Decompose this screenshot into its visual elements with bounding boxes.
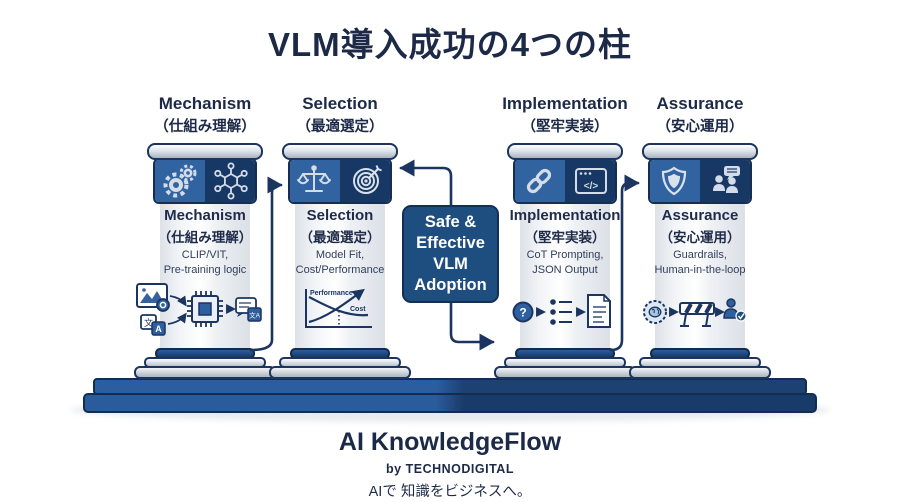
pillar-header-en: Selection bbox=[302, 94, 378, 113]
pillar-base-foot bbox=[629, 366, 771, 379]
pillar-name-jp: （安心運用） bbox=[659, 230, 741, 245]
pillar-header-jp: （仕組み理解） bbox=[154, 119, 256, 135]
pillar-name-jp: （仕組み理解） bbox=[157, 230, 253, 245]
pillar-capital-bar bbox=[642, 143, 758, 160]
pillar-capital-box bbox=[513, 158, 617, 204]
code-window-icon-panel bbox=[565, 160, 615, 202]
pillar-implementation: Implementation （堅牢実装） Implementation （堅牢… bbox=[490, 88, 640, 388]
pillar-description: Model Fit, Cost/Performance bbox=[295, 249, 385, 276]
pillar-capital-bar bbox=[507, 143, 623, 160]
pillar-header-en: Mechanism bbox=[158, 94, 252, 113]
pillar-header-en: Assurance bbox=[656, 94, 744, 113]
gears-icon-panel bbox=[155, 160, 205, 202]
pillar-header-jp: （安心運用） bbox=[656, 119, 744, 135]
chain-link-icon-panel bbox=[515, 160, 565, 202]
pillar-capital-bar bbox=[147, 143, 263, 160]
pillar-description: CoT Prompting, JSON Output bbox=[526, 249, 604, 276]
page-title: VLM導入成功の4つの柱 bbox=[267, 26, 632, 63]
center-goal-box: Safe & Effective VLM Adoption bbox=[402, 205, 499, 303]
pillar-name-en: Selection bbox=[306, 207, 374, 224]
pillar-name-en: Mechanism bbox=[164, 207, 246, 224]
pillar-capital-box bbox=[153, 158, 257, 204]
platform-bottom-slab bbox=[83, 393, 817, 413]
pillar-capital-box bbox=[288, 158, 392, 204]
pillar-description: CLIP/VIT, Pre-training logic bbox=[163, 249, 247, 276]
pillar-header-jp: （堅牢実装） bbox=[521, 119, 609, 135]
pillar-name-en: Assurance bbox=[661, 207, 739, 224]
pillar-capital-box bbox=[648, 158, 752, 204]
target-icon-panel bbox=[340, 160, 390, 202]
pillar-name-jp: （堅牢実装） bbox=[524, 230, 606, 245]
pillar-base-foot bbox=[269, 366, 411, 379]
pillar-base-foot bbox=[494, 366, 636, 379]
pillar-header-en: Implementation bbox=[502, 94, 628, 113]
pillar-assurance: Assurance （安心運用） Assurance （安心運用） Guardr… bbox=[625, 88, 775, 388]
network-nodes-icon-panel bbox=[205, 160, 255, 202]
people-chat-icon-panel bbox=[700, 160, 750, 202]
balance-scale-icon-panel bbox=[290, 160, 340, 202]
pillar-name-jp: （最適選定） bbox=[299, 230, 381, 245]
arrow-centerbox-to-implementation bbox=[449, 301, 495, 351]
brand-title: AI KnowledgeFlow bbox=[338, 428, 562, 456]
pillar-capital-bar bbox=[282, 143, 398, 160]
pillar-shaft bbox=[655, 202, 745, 349]
pillar-description: Guardrails, Human-in-the-loop bbox=[654, 249, 746, 276]
pillar-header-jp: （最適選定） bbox=[296, 119, 384, 135]
pillar-selection: Selection （最適選定） Selection （最適選定） Model … bbox=[265, 88, 415, 388]
brand-tagline: AIで 知識をビジネスへ。 bbox=[368, 484, 532, 500]
shield-icon-panel bbox=[650, 160, 700, 202]
pillar-name-en: Implementation bbox=[509, 207, 621, 224]
brand-subtitle: by TECHNODIGITAL bbox=[386, 462, 514, 476]
pillar-base-foot bbox=[134, 366, 276, 379]
